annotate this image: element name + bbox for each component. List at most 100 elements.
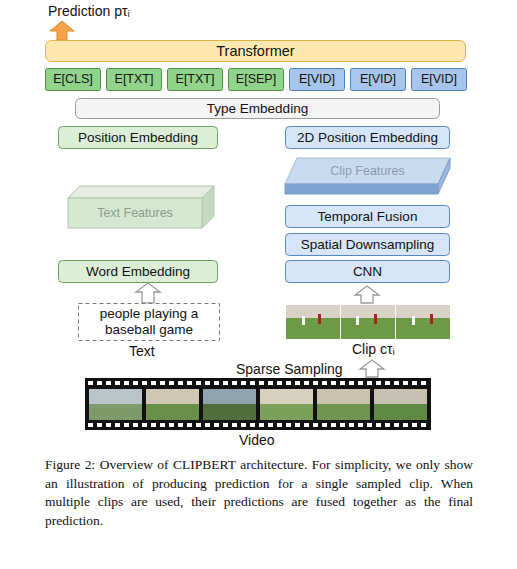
transformer-bar: Transformer: [45, 40, 466, 62]
film-perforation: [385, 381, 390, 385]
node-text: E[VID]: [299, 72, 335, 86]
player: [412, 316, 415, 325]
token-embedding: E[VID]: [350, 68, 406, 91]
film-perforation: [295, 423, 300, 427]
clip-frame: [341, 305, 395, 339]
box-outline: [286, 127, 450, 149]
slab-top-face: [285, 158, 450, 184]
player: [302, 316, 305, 325]
input-label: Text: [129, 343, 155, 359]
film-perforation: [268, 381, 273, 385]
node-text: Position Embedding: [78, 130, 198, 146]
film-perforation: [178, 423, 183, 427]
video-frame-grass: [146, 404, 199, 420]
film-perforation: [133, 381, 138, 385]
clip-frame: [286, 305, 340, 339]
box-outline: [107, 69, 162, 91]
clip-image: [286, 305, 450, 339]
film-perforation: [376, 423, 381, 427]
film-perforation: [241, 381, 246, 385]
node-text: E[SEP]: [236, 72, 276, 86]
video-frame-grass: [203, 404, 256, 420]
film-perforation: [205, 423, 210, 427]
film-perforation: [223, 381, 228, 385]
node-text: CNN: [353, 264, 382, 280]
film-perforation: [349, 381, 354, 385]
film-perforation: [88, 423, 93, 427]
film-perforation: [358, 381, 363, 385]
flow-arrow: [136, 283, 160, 303]
box-outline: [286, 206, 450, 228]
clip-grass: [396, 318, 450, 339]
film-perforation: [403, 381, 408, 385]
slab-side-face: [438, 158, 450, 194]
film-perforation: [133, 423, 138, 427]
node-text: Type Embedding: [207, 101, 308, 117]
film-perforation: [214, 423, 219, 427]
block-front-face: [68, 198, 202, 228]
video-frame-grass: [317, 404, 370, 420]
node-text: Spatial Downsampling: [301, 237, 435, 253]
film-perforation: [367, 381, 372, 385]
video-frame: [203, 389, 256, 420]
arrow-shape: [136, 283, 160, 303]
film-perforation: [151, 423, 156, 427]
token-embedding: E[TXT]: [167, 68, 223, 91]
film-perforation: [412, 423, 417, 427]
input-label: Video: [239, 432, 275, 448]
token-embedding: E[VID]: [411, 68, 467, 91]
video-frame: [374, 389, 427, 420]
embedding-box: 2D Position Embedding: [285, 126, 450, 149]
film-perforation: [88, 381, 93, 385]
film-perforation: [169, 381, 174, 385]
clip-grass: [341, 318, 395, 339]
film-perforation: [376, 381, 381, 385]
film-perforation: [142, 423, 147, 427]
film-perforation: [295, 381, 300, 385]
token-embedding: E[TXT]: [106, 68, 162, 91]
slab-front-face: [285, 184, 438, 194]
film-perforation: [124, 423, 129, 427]
box-outline: [351, 69, 406, 91]
player: [318, 314, 321, 324]
box-outline: [286, 234, 450, 256]
input-text-box: people playing a baseball game: [78, 303, 220, 341]
film-perforation: [250, 423, 255, 427]
output-label: Prediction pτᵢ: [48, 3, 130, 19]
film-perforation: [187, 423, 192, 427]
clip-to-cnn-arrow: [355, 286, 379, 303]
box-outline: [76, 99, 440, 119]
film-perforation: [421, 423, 426, 427]
node-text: E[TXT]: [176, 72, 215, 86]
process-box: Spatial Downsampling: [285, 233, 450, 256]
film-perforation: [340, 381, 345, 385]
box-outline: [286, 261, 450, 283]
film-perforation: [241, 423, 246, 427]
film-perforation: [169, 423, 174, 427]
film-perforation: [421, 381, 426, 385]
node-text: Text Features: [97, 206, 173, 220]
film-perforation: [340, 423, 345, 427]
film-perforation: [322, 423, 327, 427]
process-box: Temporal Fusion: [285, 205, 450, 228]
film-perforation: [286, 423, 291, 427]
block-side-face: [202, 186, 214, 228]
input-label: Clip cτᵢ: [352, 341, 395, 357]
film-perforation: [124, 381, 129, 385]
video-frame-grass: [260, 404, 313, 420]
video-frame: [89, 389, 142, 420]
film-perforation: [349, 423, 354, 427]
box-outline: [412, 69, 467, 91]
film-perforation: [115, 423, 120, 427]
node-text: E[CLS]: [53, 72, 93, 86]
token-embedding: E[CLS]: [45, 68, 101, 91]
video-frame-grass: [89, 404, 142, 420]
film-perforation: [232, 381, 237, 385]
film-perforation: [412, 381, 417, 385]
film-perforation: [97, 381, 102, 385]
film-perforation: [394, 381, 399, 385]
box-outline: [46, 69, 101, 91]
block-top-face: [68, 186, 214, 198]
sparse-sampling-arrow: [360, 360, 384, 377]
box-outline: [59, 127, 218, 149]
